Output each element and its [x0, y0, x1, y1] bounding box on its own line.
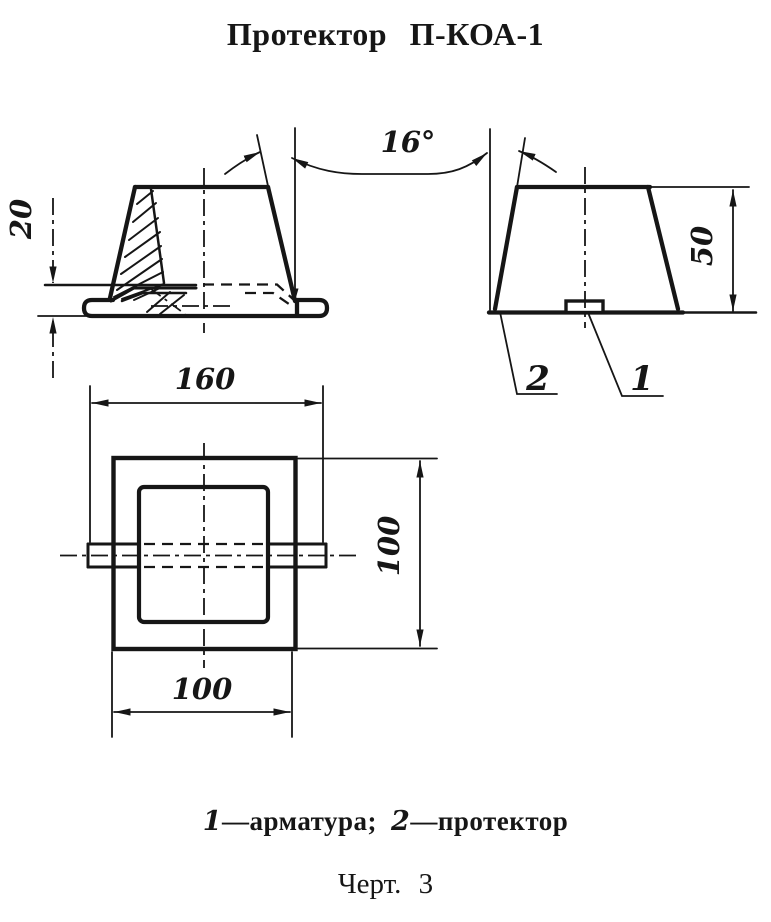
section-hidden-line-upper: [203, 283, 295, 301]
part-label-protector: 2: [525, 359, 550, 399]
section-hatching: [113, 190, 185, 315]
plan-view: [60, 443, 356, 668]
dimension-100-horizontal: 100: [111, 651, 293, 738]
part-callouts: 2 1: [499, 311, 664, 399]
dim-100-vertical-label: 100: [372, 516, 406, 577]
dimension-50: 50: [685, 189, 737, 312]
section-hidden-line-lower: [245, 291, 290, 305]
angle-dimension: 16°: [224, 125, 557, 311]
drawing-number: Черт. 3: [337, 868, 434, 900]
armature-sbend-upper: [109, 286, 198, 303]
leader-protector: [499, 311, 558, 395]
dimension-100-vertical: 100: [297, 457, 438, 650]
caption-text-1: —арматура;: [222, 806, 378, 836]
dim-20-label: 20: [4, 199, 38, 240]
section-view: [43, 168, 330, 333]
armature-sbend-lower: [120, 291, 188, 303]
side-view: [486, 167, 758, 328]
angle-arc-outer-right: [518, 150, 557, 173]
dim-50-label: 50: [685, 226, 719, 266]
angle-arc-main: [291, 152, 488, 175]
dimension-20: 20: [4, 198, 87, 378]
side-left-slant: [492, 184, 520, 312]
part-label-armature: 1: [630, 359, 654, 399]
side-right-slant: [645, 184, 681, 312]
angle-corner-arrow: [291, 288, 299, 301]
angle-arc-outer-left: [224, 151, 261, 175]
section-diagonal-dash: [150, 288, 186, 315]
section-right-slant: [265, 184, 298, 304]
section-left-slant: [107, 184, 138, 301]
angle-slant-extension-left: [256, 134, 269, 187]
leader-armature: [588, 314, 664, 397]
dim-angle-label: 16°: [381, 125, 436, 159]
dim-160-label: 160: [175, 362, 236, 396]
caption-num-2: 2: [391, 806, 411, 837]
angle-slant-extension-right: [516, 137, 526, 188]
section-base-plate: [81, 297, 330, 319]
figure-caption: 1—арматура; 2—протектор: [0, 806, 771, 837]
drawing-title: Протектор П-КОА-1: [226, 16, 545, 52]
caption-num-1: 1: [202, 806, 222, 837]
dim-100-horizontal-label: 100: [172, 672, 233, 706]
dimension-160: 160: [89, 362, 324, 543]
caption-text-2: —протектор: [410, 806, 569, 836]
